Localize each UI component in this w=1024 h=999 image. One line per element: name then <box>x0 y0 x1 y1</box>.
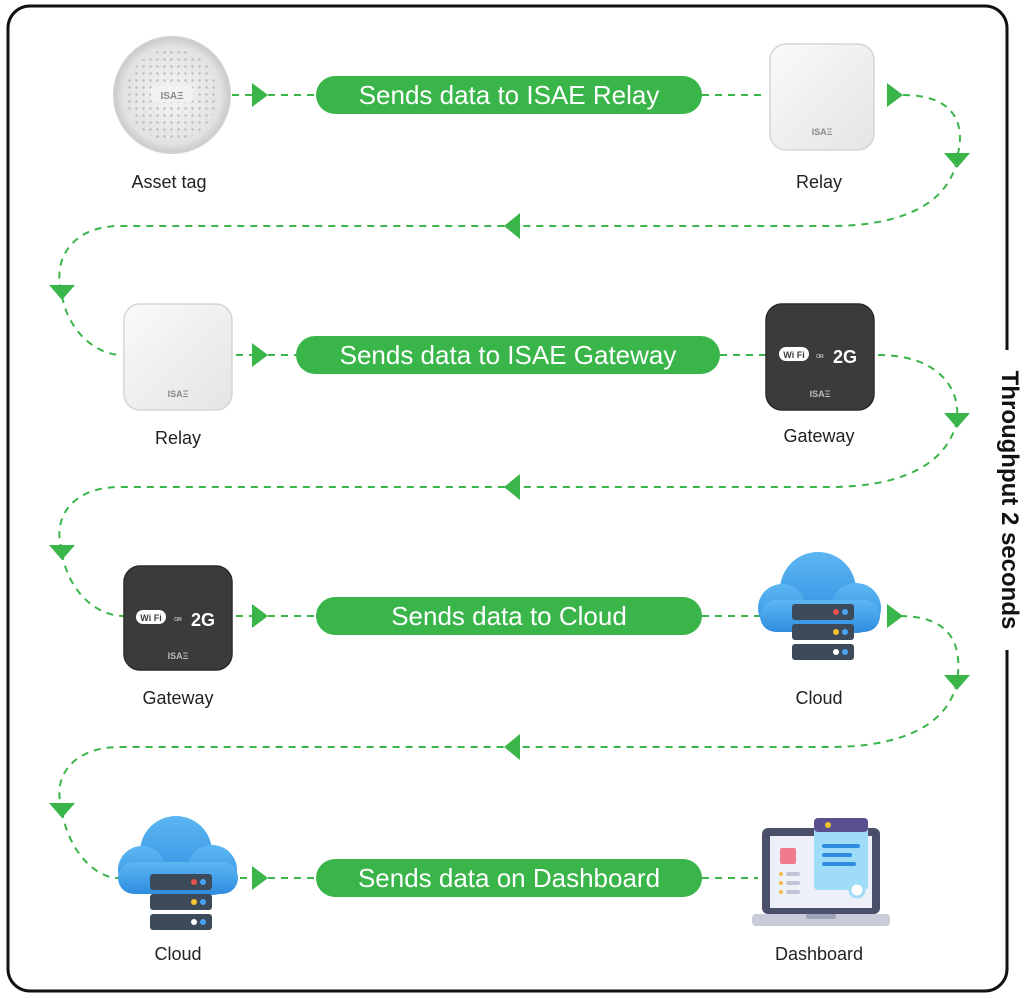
device-label: Asset tag <box>131 172 207 192</box>
relay-icon: ISAΞ <box>123 303 233 411</box>
device-brand-text: ISAΞ <box>160 91 184 102</box>
arrow-right-icon <box>252 604 268 628</box>
arrow-right-icon <box>252 83 268 107</box>
asset-tag-icon: ISAΞ <box>113 36 231 154</box>
cloud-server-icon <box>758 552 881 660</box>
device-brand-text: ISAΞ <box>168 389 189 399</box>
return-path <box>61 810 119 879</box>
arrow-down-icon <box>49 803 75 818</box>
arrow-down-icon <box>944 153 970 168</box>
return-path <box>877 354 959 419</box>
cellular-text: 2G <box>191 610 215 630</box>
throughput-title: Throughput 2 seconds <box>992 350 1024 650</box>
return-path <box>902 94 961 158</box>
return-path <box>61 295 123 356</box>
return-path <box>58 159 958 294</box>
or-text: OR <box>174 617 182 623</box>
arrow-down-icon <box>49 545 75 560</box>
flow-step-label: Sends data on Dashboard <box>316 859 702 897</box>
arrow-left-icon <box>504 734 520 760</box>
arrow-right-icon <box>887 83 903 107</box>
cellular-text: 2G <box>833 347 857 367</box>
device-label: Relay <box>795 172 843 192</box>
arrow-left-icon <box>504 213 520 239</box>
arrow-down-icon <box>49 285 75 300</box>
arrow-left-icon <box>504 474 520 500</box>
device-label: Dashboard <box>774 944 864 964</box>
return-path <box>58 419 958 551</box>
device-label: Gateway <box>142 688 214 708</box>
device-brand-text: ISAΞ <box>810 389 831 399</box>
or-text: OR <box>816 354 824 360</box>
gateway-icon: Wi Fi OR 2G ISAΞ <box>123 565 233 671</box>
return-path <box>61 552 125 617</box>
relay-icon: ISAΞ <box>769 43 875 151</box>
arrow-down-icon <box>944 675 970 690</box>
flow-step-label: Sends data to ISAE Gateway <box>296 336 720 374</box>
arrow-down-icon <box>944 413 970 428</box>
arrow-right-icon <box>887 604 903 628</box>
device-label: Cloud <box>154 944 202 964</box>
device-label: Cloud <box>795 688 843 708</box>
device-label: Relay <box>154 428 202 448</box>
return-path <box>899 615 960 681</box>
gateway-icon: Wi Fi OR 2G ISAΞ <box>765 303 875 411</box>
arrow-right-icon <box>252 866 268 890</box>
device-label: Gateway <box>783 426 855 446</box>
wifi-text: Wi Fi <box>783 350 804 360</box>
cloud-server-icon <box>118 816 238 930</box>
dashboard-laptop-icon <box>752 818 890 926</box>
flow-step-label: Sends data to ISAE Relay <box>316 76 702 114</box>
flow-step-label: Sends data to Cloud <box>316 597 702 635</box>
wifi-text: Wi Fi <box>140 613 161 623</box>
device-brand-text: ISAΞ <box>168 651 189 661</box>
device-brand-text: ISAΞ <box>812 127 833 137</box>
arrow-right-icon <box>252 343 268 367</box>
